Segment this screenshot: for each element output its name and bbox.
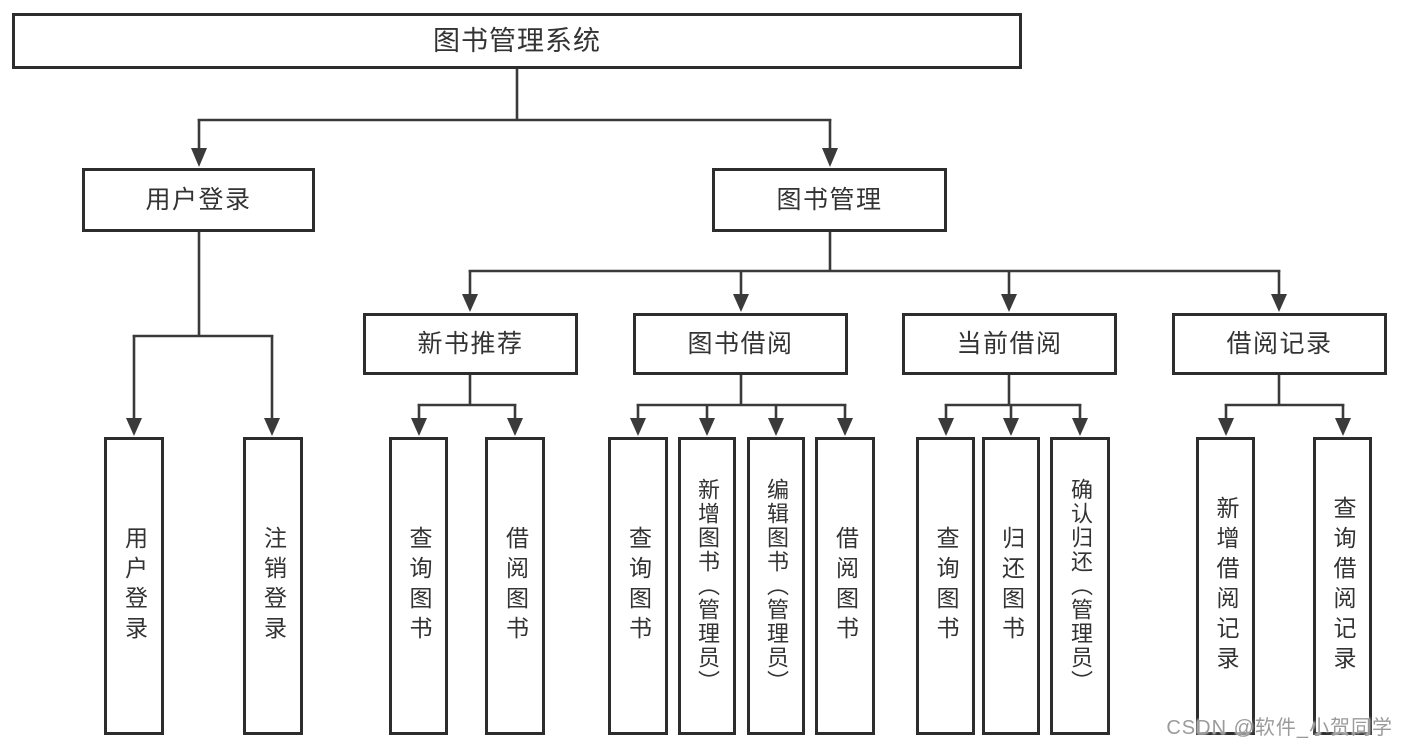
node-borrowing-records: 借阅记录 (1172, 313, 1387, 375)
node-leaf-recommend-borrow-books: 借阅图书 (485, 437, 545, 735)
node-new-book-recommend: 新书推荐 (363, 313, 578, 375)
node-leaf-current-query-books: 查询图书 (916, 437, 975, 735)
node-leaf-records-add-record: 新增借阅记录 (1196, 437, 1255, 735)
node-book-management: 图书管理 (712, 168, 947, 232)
node-leaf-logout: 注销登录 (243, 437, 303, 735)
node-leaf-records-query-record: 查询借阅记录 (1313, 437, 1372, 735)
node-library-management-system: 图书管理系统 (12, 13, 1022, 69)
node-leaf-user-login: 用户登录 (104, 437, 164, 735)
csdn-watermark: CSDN @软件_小贺同学 (1166, 717, 1393, 739)
node-leaf-borrow-edit-books-admin: 编辑图书（管理员） (747, 437, 805, 735)
node-current-borrowing: 当前借阅 (902, 313, 1117, 375)
node-leaf-borrow-borrow-books: 借阅图书 (815, 437, 875, 735)
node-leaf-borrow-query-books: 查询图书 (608, 437, 668, 735)
node-leaf-recommend-query-books: 查询图书 (389, 437, 448, 735)
node-leaf-borrow-add-books-admin: 新增图书（管理员） (678, 437, 736, 735)
node-user-login: 用户登录 (82, 168, 315, 232)
node-leaf-current-return-books: 归还图书 (982, 437, 1040, 735)
node-leaf-current-confirm-return-admin: 确认归还（管理员） (1050, 437, 1110, 735)
node-book-borrowing: 图书借阅 (633, 313, 848, 375)
